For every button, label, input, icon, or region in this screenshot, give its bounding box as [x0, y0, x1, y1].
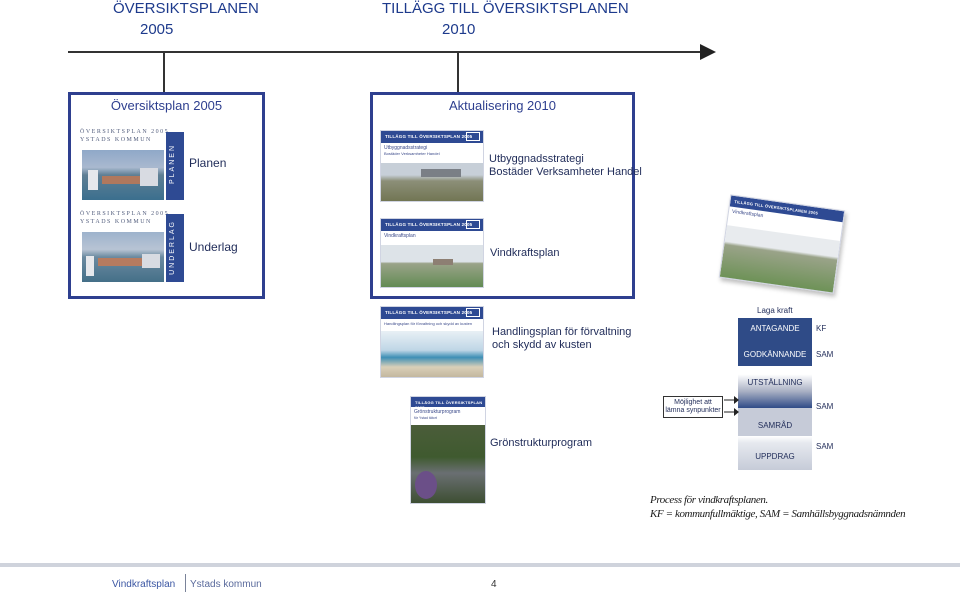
- label-handlingsplan-1: Handlingsplan för förvaltning: [492, 326, 632, 338]
- label-utbyggnadsstrategi-1: Utbyggnadsstrategi: [489, 153, 584, 165]
- process-sam-2: SAM: [816, 402, 834, 411]
- cover-gron-photo: [411, 425, 485, 503]
- cover-gron-header: TILLÄGG TILL ÖVERSIKTSPLAN 2005: [415, 400, 483, 410]
- box-right-title: Aktualisering 2010: [449, 98, 556, 113]
- cover-plan-subtitle: YSTADS KOMMUN: [80, 137, 152, 143]
- label-underlag: Underlag: [189, 240, 238, 254]
- process-utstallning-block: UTSTÄLLNING: [738, 366, 812, 408]
- mojlighet-line1: Möjlighet att: [674, 399, 712, 406]
- mojlighet-box: Möjlighet att lämna synpunkter: [663, 396, 723, 418]
- logo-icon: [466, 308, 480, 317]
- timeline-connector-2010: [457, 52, 459, 93]
- cover-utbyggnadsstrategi: TILLÄGG TILL ÖVERSIKTSPLAN 2005 Utbyggna…: [380, 130, 484, 202]
- cover-vindkraftsplan: TILLÄGG TILL ÖVERSIKTSPLAN 2005 Vindkraf…: [380, 218, 484, 288]
- cover-handling-sub: Handlingsplan för förvaltning och skydd …: [384, 321, 473, 326]
- label-planen: Planen: [189, 156, 227, 170]
- cover-vindkraft-sub: Vindkraftsplan: [384, 233, 416, 239]
- process-kf: KF: [816, 324, 827, 333]
- footer-org: Ystads kommun: [190, 579, 262, 590]
- caption-line1: Process för vindkraftsplanen.: [650, 494, 768, 506]
- header-right-title: TILLÄGG TILL ÖVERSIKTSPLANEN: [382, 0, 629, 17]
- process-uppdrag-block: UPPDRAG: [738, 436, 812, 470]
- process-samrad: SAMRÅD: [757, 421, 793, 430]
- box-left-title: Översiktsplan 2005: [110, 98, 223, 113]
- arrow-right-icon: [734, 396, 739, 404]
- process-uppdrag: UPPDRAG: [755, 452, 795, 461]
- label-handlingsplan-2: och skydd av kusten: [492, 339, 592, 351]
- strip-label-planen: PLANEN: [169, 144, 176, 185]
- timeline-arrow-icon: [700, 44, 716, 60]
- cover-underlag-strip: UNDERLAG: [166, 214, 184, 282]
- cover-plan-strip: PLANEN: [166, 132, 184, 200]
- cover-utbyggnad-sub2: Bostäder Verksamheter Handel: [384, 151, 440, 156]
- cover-vindkraftsplan-tilted: TILLÄGG TILL ÖVERSIKTSPLANEN 2005 Vindkr…: [718, 194, 846, 294]
- mojlighet-line2: lämna synpunkter: [665, 407, 721, 414]
- process-godkannande: GODKÄNNANDE: [738, 346, 812, 366]
- arrow-right-icon: [734, 408, 739, 416]
- cover-underlag: ÖVERSIKTSPLAN 2005 YSTADS KOMMUN UNDERLA…: [80, 210, 185, 282]
- cover-plan: ÖVERSIKTSPLAN 2005 YSTADS KOMMUN PLANEN: [80, 128, 185, 200]
- footer-divider: [0, 563, 960, 567]
- header-right-year: 2010: [442, 21, 476, 38]
- cover-handling-photo: [381, 331, 483, 377]
- cover-utbyggnad-photo: [381, 163, 483, 201]
- label-utbyggnadsstrategi-2: Bostäder Verksamheter Handel: [489, 166, 642, 178]
- cover-underlag-title: ÖVERSIKTSPLAN 2005: [80, 211, 170, 217]
- caption-line2: KF = kommunfullmäktige, SAM = Samhällsby…: [650, 508, 906, 520]
- header-left-year: 2005: [140, 21, 174, 38]
- footer-page: 4: [491, 579, 497, 590]
- cover-handling-header: TILLÄGG TILL ÖVERSIKTSPLAN 2005: [385, 310, 473, 315]
- cover-plan-title: ÖVERSIKTSPLAN 2005: [80, 129, 170, 135]
- label-gronstrukturprogram: Grönstrukturprogram: [490, 437, 593, 449]
- label-vindkraftsplan: Vindkraftsplan: [490, 247, 560, 259]
- cover-vindkraft-photo: [381, 245, 483, 287]
- cover-underlag-subtitle: YSTADS KOMMUN: [80, 219, 152, 225]
- cover-handlingsplan: TILLÄGG TILL ÖVERSIKTSPLAN 2005 Handling…: [380, 306, 484, 378]
- cover-gron-sub1: Grönstrukturprogram: [414, 409, 461, 415]
- strip-label-underlag: UNDERLAG: [169, 220, 176, 275]
- process-antagande-label: ANTAGANDE: [750, 324, 800, 333]
- footer-separator: [185, 574, 186, 592]
- process-sam-3: SAM: [816, 442, 834, 451]
- cover-gronstrukturprogram: TILLÄGG TILL ÖVERSIKTSPLAN 2005 Grönstru…: [410, 396, 486, 504]
- logo-icon: [466, 132, 480, 141]
- process-sam-1: SAM: [816, 350, 834, 359]
- process-utstallning: UTSTÄLLNING: [747, 378, 803, 387]
- timeline-axis: [68, 51, 706, 53]
- logo-icon: [466, 220, 480, 229]
- timeline-connector-2005: [163, 52, 165, 93]
- footer-doc: Vindkraftsplan: [112, 579, 176, 590]
- process-samrad-block: SAMRÅD: [738, 408, 812, 436]
- tilted-cover-photo: [719, 225, 840, 294]
- cover-utbyggnad-sub1: Utbyggnadsstrategi: [384, 145, 428, 151]
- cover-vindkraft-header: TILLÄGG TILL ÖVERSIKTSPLAN 2005: [385, 222, 473, 227]
- cover-plan-photo: [82, 150, 164, 200]
- cover-underlag-photo: [82, 232, 164, 282]
- process-laga-kraft: Laga kraft: [757, 306, 793, 315]
- cover-gron-sub2: för Ystad tätort: [414, 416, 437, 420]
- cover-utbyggnad-header: TILLÄGG TILL ÖVERSIKTSPLAN 2005: [385, 134, 473, 139]
- header-left-title: ÖVERSIKTSPLANEN: [113, 0, 259, 17]
- process-antagande: ANTAGANDE: [738, 318, 812, 346]
- process-godkannande-label: GODKÄNNANDE: [743, 350, 807, 359]
- mojlighet-arrows: [724, 396, 739, 416]
